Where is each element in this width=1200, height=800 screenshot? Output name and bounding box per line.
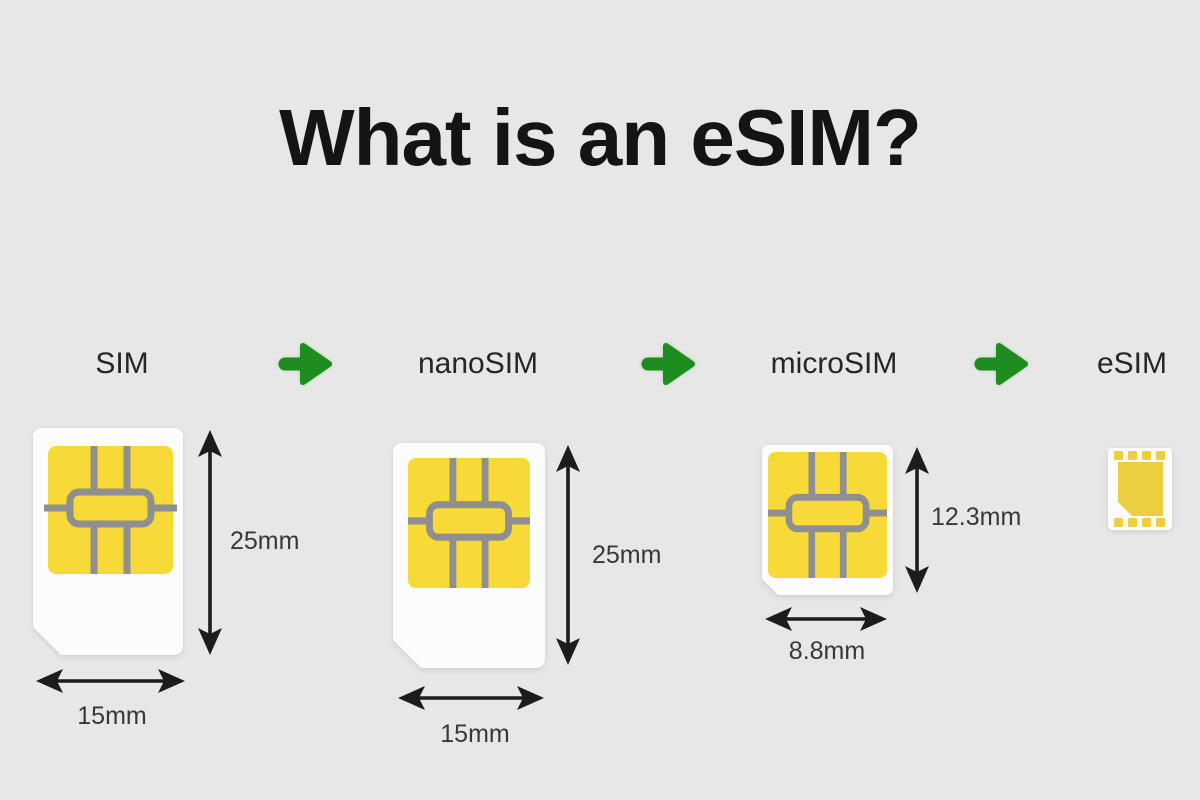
esim-die-area [1118,462,1163,516]
sim-height-label: 25mm [230,527,300,555]
height-measure-arrow [198,430,222,655]
nanosim-height-label: 25mm [592,541,662,569]
width-measure-arrow [398,686,544,710]
next-arrow-icon [278,343,332,385]
stage-label-nanosim: nanoSIM [417,347,539,380]
sim-width-label: 15mm [77,702,147,730]
esim-solder-pads [1114,451,1165,527]
microsim-card-graphic [762,445,893,595]
stage-label-sim: SIM [95,347,149,380]
width-measure-arrow [765,607,887,631]
height-measure-arrow [556,445,580,665]
microsim-height-label: 12.3mm [931,503,1022,531]
stage-label-microsim: microSIM [770,347,898,380]
height-measure-arrow [905,447,929,593]
width-measure-arrow [36,669,185,693]
microsim-width-label: 8.8mm [788,637,866,665]
nanosim-chip-contact-icon [408,458,530,588]
esim-chip-graphic [1108,448,1172,530]
nanosim-card-graphic [393,443,545,668]
page-title: What is an eSIM? [279,93,922,182]
next-arrow-icon [641,343,695,385]
microsim-chip-contact-icon [768,452,887,578]
sim-chip-contact-icon [44,446,177,574]
sim-card-graphic [33,428,183,655]
nanosim-width-label: 15mm [440,720,510,748]
stage-label-esim: eSIM [1096,347,1168,380]
next-arrow-icon [974,343,1028,385]
